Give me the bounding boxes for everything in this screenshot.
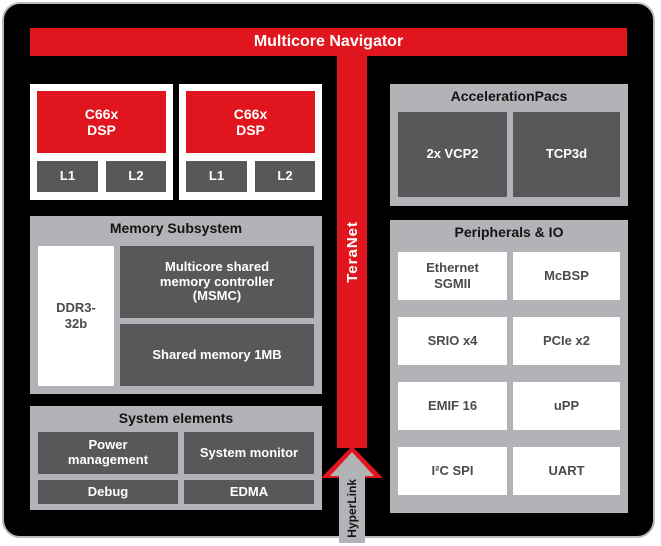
- dsp-core-label-2: C66x DSP: [186, 91, 315, 153]
- peripheral-block-i2c-spi: I²C SPI: [398, 447, 507, 495]
- peripheral-block-pcie: PCIe x2: [513, 317, 620, 365]
- peripheral-block-emif: EMIF 16: [398, 382, 507, 430]
- peripheral-block-uart: UART: [513, 447, 620, 495]
- accelerationpacs-title: AccelerationPacs: [450, 88, 568, 104]
- peripheral-block-mcbsp: McBSP: [513, 252, 620, 300]
- hyperlink-label: HyperLink: [345, 479, 359, 538]
- multicore-navigator-banner: Multicore Navigator: [30, 28, 627, 56]
- teranet-label: TeraNet: [343, 221, 361, 283]
- ddr3-block: DDR3- 32b: [38, 246, 114, 386]
- l2-cache-1: L2: [106, 161, 166, 192]
- peripheral-block-ethernet: Ethernet SGMII: [398, 252, 507, 300]
- accelerationpacs-panel: AccelerationPacs 2x VCP2 TCP3d: [390, 84, 628, 206]
- power-management-block: Power management: [38, 432, 178, 474]
- peripheral-block-upp: uPP: [513, 382, 620, 430]
- msmc-block: Multicore shared memory controller (MSMC…: [120, 246, 314, 318]
- l1-cache-2: L1: [186, 161, 247, 192]
- tcp3d-block: TCP3d: [513, 112, 620, 197]
- debug-block: Debug: [38, 480, 178, 504]
- edma-block: EDMA: [184, 480, 314, 504]
- peripheral-block-srio: SRIO x4: [398, 317, 507, 365]
- system-elements-title: System elements: [118, 410, 234, 426]
- hyperlink-arrow-up-icon: [330, 452, 374, 476]
- memory-subsystem-panel: Memory Subsystem DDR3- 32b Multicore sha…: [30, 216, 322, 394]
- peripherals-title: Peripherals & IO: [454, 224, 564, 240]
- teranet-bus: TeraNet: [337, 56, 367, 448]
- dsp-core-block-2: C66x DSP L1 L2: [179, 84, 322, 200]
- l1-cache-1: L1: [37, 161, 98, 192]
- memory-subsystem-title: Memory Subsystem: [109, 220, 243, 236]
- system-monitor-block: System monitor: [184, 432, 314, 474]
- peripherals-panel: Peripherals & IO Ethernet SGMII McBSP SR…: [390, 220, 628, 513]
- hyperlink-port: HyperLink: [339, 474, 365, 543]
- l2-cache-2: L2: [255, 161, 315, 192]
- shared-memory-block: Shared memory 1MB: [120, 324, 314, 386]
- vcp2-block: 2x VCP2: [398, 112, 507, 197]
- dsp-core-label-1: C66x DSP: [37, 91, 166, 153]
- dsp-core-block-1: C66x DSP L1 L2: [30, 84, 173, 200]
- system-elements-panel: System elements Power management System …: [30, 406, 322, 510]
